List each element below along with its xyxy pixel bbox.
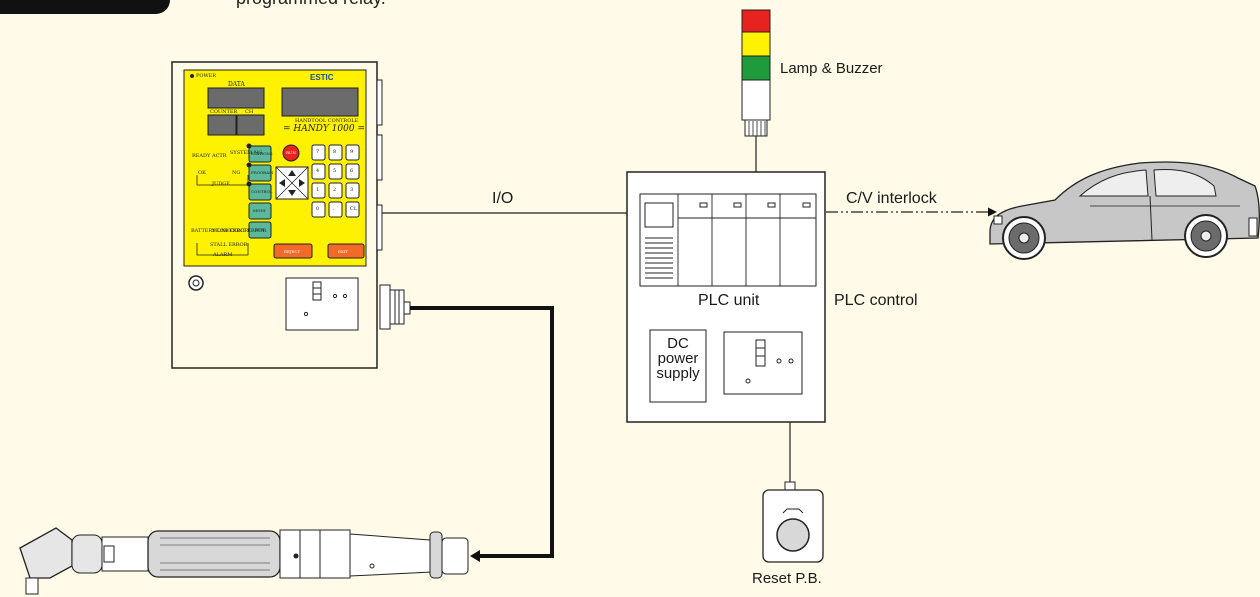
keypad-key[interactable]	[345, 163, 360, 180]
ch-display	[236, 114, 265, 136]
main-display	[281, 87, 359, 117]
status-ng: NG	[232, 170, 241, 176]
exit-button	[327, 243, 365, 259]
keypad-key-label: .	[333, 206, 335, 212]
alarm-battery: BATTERY LOW	[191, 228, 230, 234]
function-buttons	[246, 143, 272, 239]
keypad-key[interactable]	[328, 201, 343, 218]
keypad-key[interactable]	[328, 144, 343, 161]
keypad-key-label: 9	[350, 149, 354, 155]
keypad-key[interactable]	[311, 144, 326, 161]
keypad-key-label: 2	[333, 187, 337, 193]
io-label: I/O	[492, 190, 514, 207]
counter-label: COUNTER	[210, 109, 238, 115]
keypad-key[interactable]	[328, 182, 343, 199]
run-label[interactable]: RUN	[286, 150, 296, 155]
plc-control-label: PLC control	[834, 292, 918, 309]
alarm-stall: STALL ERROR	[210, 242, 248, 248]
keypad-key[interactable]	[311, 163, 326, 180]
control-button[interactable]: CONTROL	[251, 189, 273, 194]
run-button	[282, 144, 300, 162]
status-ok: OK	[198, 170, 206, 176]
numeric-keypad	[311, 144, 360, 218]
reset-pb-label: Reset P.B.	[752, 570, 822, 587]
counter-display	[207, 114, 237, 136]
cable-connector	[379, 284, 411, 330]
nutrunner-tool-icon	[19, 527, 469, 595]
handtool-controller	[171, 61, 411, 369]
direction-pad-icon	[275, 166, 309, 200]
keypad-key-label: 5	[333, 168, 337, 174]
model-caption: HANDTOOL CONTROLE	[295, 118, 359, 124]
plc-unit-label: PLC unit	[698, 292, 760, 309]
car-icon	[989, 161, 1260, 260]
key-switch-icon	[188, 275, 204, 291]
reject-label[interactable]: REJECT	[284, 249, 301, 254]
model-name: = HANDY 1000 =	[283, 124, 365, 134]
keypad-key[interactable]	[311, 182, 326, 199]
power-label: POWER	[196, 73, 217, 79]
status-system-ng: SYSTEM NG	[230, 150, 263, 156]
keypad-key-label: 7	[316, 149, 320, 155]
lamp-buzzer-label: Lamp & Buzzer	[780, 60, 883, 77]
cv-interlock-label: C/V interlock	[846, 190, 937, 207]
reset-push-button-icon	[762, 481, 824, 563]
header-cut-text: programmed relay.	[236, 0, 386, 9]
keypad-key[interactable]	[345, 144, 360, 161]
plc-cabinet	[626, 171, 826, 423]
alarm-label: ALARM	[213, 252, 233, 258]
program-button[interactable]: PROGRAM	[251, 170, 274, 175]
ch-label: CH	[245, 109, 254, 115]
keypad-key-label: 1	[316, 187, 320, 193]
keypad-key-label: CL	[350, 206, 358, 212]
tool-cable	[410, 306, 554, 558]
lamp-tower-icon	[741, 9, 771, 172]
keypad-key[interactable]	[311, 201, 326, 218]
brand-logo: ESTIC	[310, 73, 334, 82]
keypad-key[interactable]	[328, 163, 343, 180]
reject-button	[273, 243, 313, 259]
dc-power-supply	[649, 329, 707, 403]
moni-button[interactable]: MONI	[253, 208, 266, 213]
keypad-key[interactable]	[345, 201, 360, 218]
keypad-key-label: 8	[333, 149, 337, 155]
status-ready: READY	[192, 153, 211, 159]
header-banner	[0, 0, 170, 14]
sub-button[interactable]: SUB	[255, 227, 265, 232]
stations-button[interactable]: STATIONS	[251, 151, 273, 156]
alarm-cont: CONT ERROR	[230, 228, 267, 234]
keypad-key-label: 0	[316, 206, 320, 212]
keypad-key-label: 3	[350, 187, 354, 193]
keypad-key-label: 6	[350, 168, 354, 174]
alarm-moni: MONI ERROR	[212, 228, 249, 234]
controller-socket	[285, 277, 359, 331]
data-label: DATA	[228, 81, 245, 88]
keypad-key[interactable]	[345, 182, 360, 199]
exit-label[interactable]: EXIT	[338, 249, 349, 254]
status-judge: JUDGE	[212, 181, 230, 187]
status-actr: ACTR	[212, 153, 227, 159]
data-display	[207, 87, 265, 109]
dc-power-supply-label: DC power supply	[656, 335, 700, 382]
keypad-key-label: 4	[316, 168, 320, 174]
power-led-icon	[190, 74, 194, 78]
